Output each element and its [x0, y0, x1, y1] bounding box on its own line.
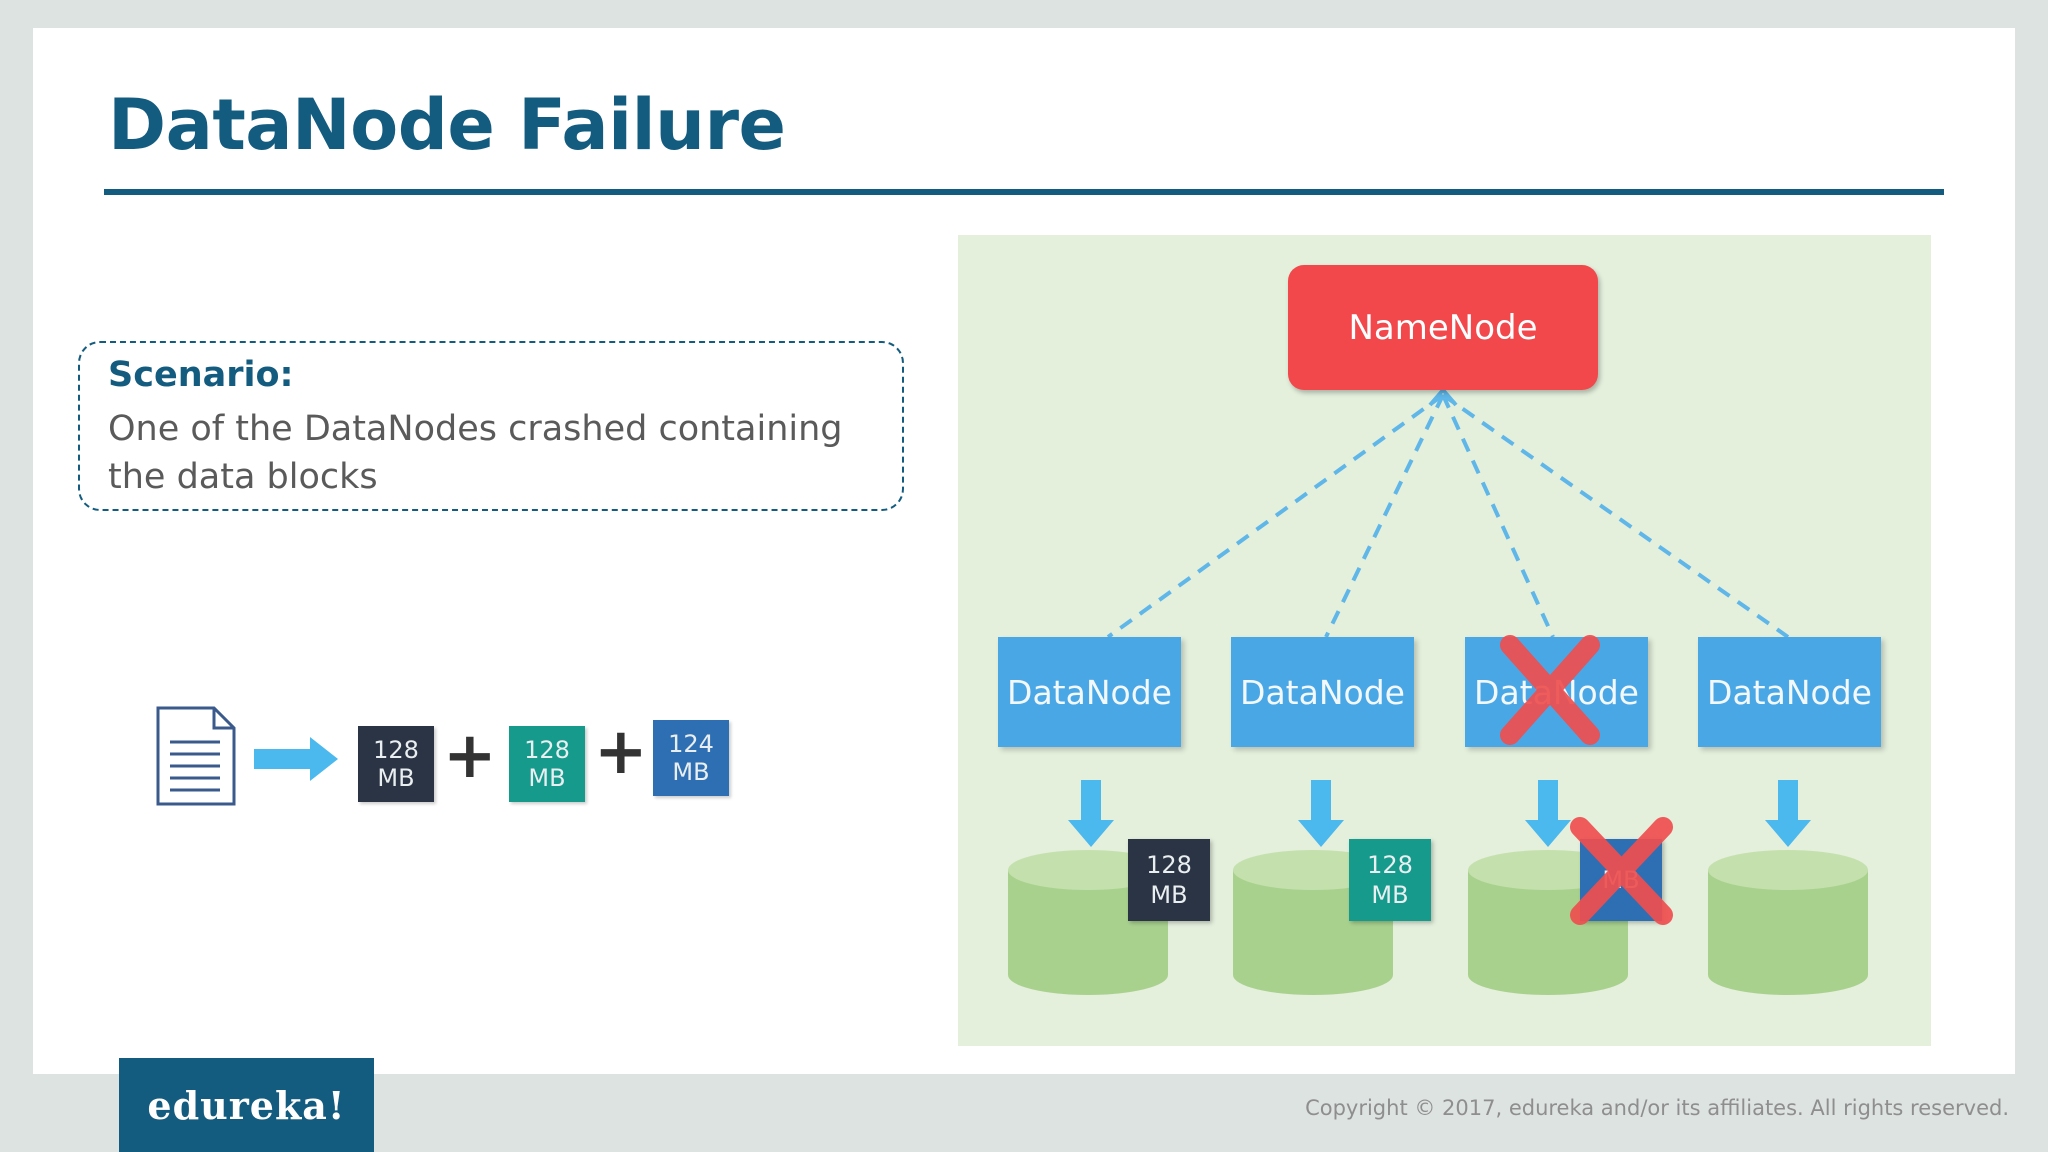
arrow-down-icon — [1068, 780, 1114, 847]
stored-block-2: 128 MB — [1349, 839, 1431, 921]
stored-block-1: 128 MB — [1128, 839, 1210, 921]
hdfs-diagram: NameNode DataNode DataNode DataNode Data… — [958, 235, 1931, 1046]
file-split-illustration: 128 MB + 128 MB + 124 MB — [154, 706, 744, 816]
copyright-text: Copyright © 2017, edureka and/or its aff… — [1305, 1096, 2009, 1120]
data-block-3: 124 MB — [653, 720, 729, 796]
plus-sign: + — [443, 719, 497, 793]
failure-x-icon — [1500, 635, 1600, 745]
arrow-down-icon — [1298, 780, 1344, 847]
datanode-2: DataNode — [1231, 637, 1414, 747]
data-block-1: 128 MB — [358, 726, 434, 802]
down-arrows — [1068, 780, 1811, 847]
scenario-box: Scenario: One of the DataNodes crashed c… — [78, 341, 904, 511]
plus-sign: + — [594, 715, 648, 789]
datanode-1: DataNode — [998, 637, 1181, 747]
edureka-logo: edureka! — [119, 1058, 374, 1152]
data-block-2: 128 MB — [509, 726, 585, 802]
connection-lines — [1106, 386, 1790, 639]
failure-x-icon — [1570, 817, 1673, 925]
scenario-text: One of the DataNodes crashed containing … — [108, 409, 843, 497]
slide-title: DataNode Failure — [108, 84, 786, 166]
arrow-right-icon — [254, 737, 338, 781]
arrow-down-icon — [1765, 780, 1811, 847]
title-underline — [104, 189, 1944, 195]
namenode-box: NameNode — [1288, 265, 1598, 390]
document-icon — [156, 706, 236, 806]
failure-marks — [1500, 635, 1673, 925]
arrow-down-icon — [1525, 780, 1571, 847]
datanode-4: DataNode — [1698, 637, 1881, 747]
scenario-heading: Scenario: — [108, 355, 294, 395]
